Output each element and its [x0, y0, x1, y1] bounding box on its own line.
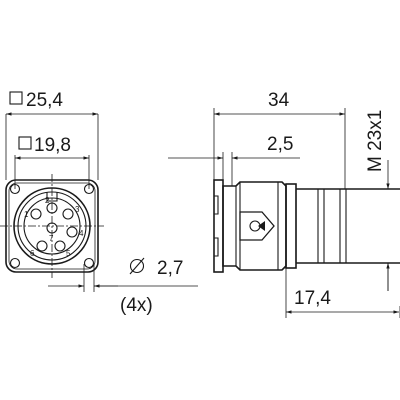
- mounting-hole-br: [83, 257, 95, 269]
- dim-flange-thickness: 2,5: [168, 134, 300, 186]
- side-view: [213, 179, 400, 273]
- square-symbol: [18, 136, 32, 150]
- front-view: 1 2 3 4 5 6 7: [0, 174, 104, 278]
- square-symbol: [9, 91, 23, 105]
- pin-5: [54, 240, 66, 252]
- pin-label-2: 2: [45, 196, 50, 205]
- pin-label-3: 3: [75, 205, 80, 214]
- pin-1: [30, 208, 42, 220]
- mounting-hole-bl: [9, 257, 21, 269]
- dim-overall-length: 34: [213, 90, 346, 189]
- pin-label-6: 6: [30, 249, 35, 258]
- coding-key: [46, 192, 58, 202]
- pin-6: [36, 240, 48, 252]
- side-flange: [213, 179, 224, 273]
- dim-hole-diameter-text: 2,7: [157, 258, 183, 279]
- dim-flange-square-text: 25,4: [26, 90, 63, 111]
- dim-hole-diameter: 2,7 (4x): [48, 257, 198, 316]
- locking-latch: [239, 211, 275, 241]
- dim-hole-square-text: 19,8: [34, 135, 71, 156]
- pin-label-1: 1: [24, 210, 29, 219]
- diameter-symbol: [129, 257, 145, 275]
- dim-overall-length-text: 34: [268, 90, 290, 111]
- pin-3: [62, 208, 74, 220]
- pin-label-4: 4: [79, 229, 84, 238]
- dim-hole-square: 19,8: [14, 135, 90, 189]
- dim-flange-square: 25,4: [5, 90, 99, 180]
- dim-thread-length-text: 17,4: [294, 288, 331, 309]
- side-nut: [285, 183, 297, 269]
- dim-flange-thickness-text: 2,5: [267, 134, 293, 155]
- pin-4: [66, 226, 78, 238]
- dim-hole-count-text: (4x): [120, 295, 153, 316]
- dim-thread-length: 17,4: [285, 268, 400, 318]
- dim-thread: M 23x1: [365, 110, 390, 291]
- side-thread: [296, 188, 400, 264]
- pin-label-5: 5: [66, 249, 71, 258]
- latch-arrow: [258, 221, 265, 231]
- pin-label-7: 7: [49, 234, 54, 243]
- dim-thread-text: M 23x1: [365, 110, 386, 172]
